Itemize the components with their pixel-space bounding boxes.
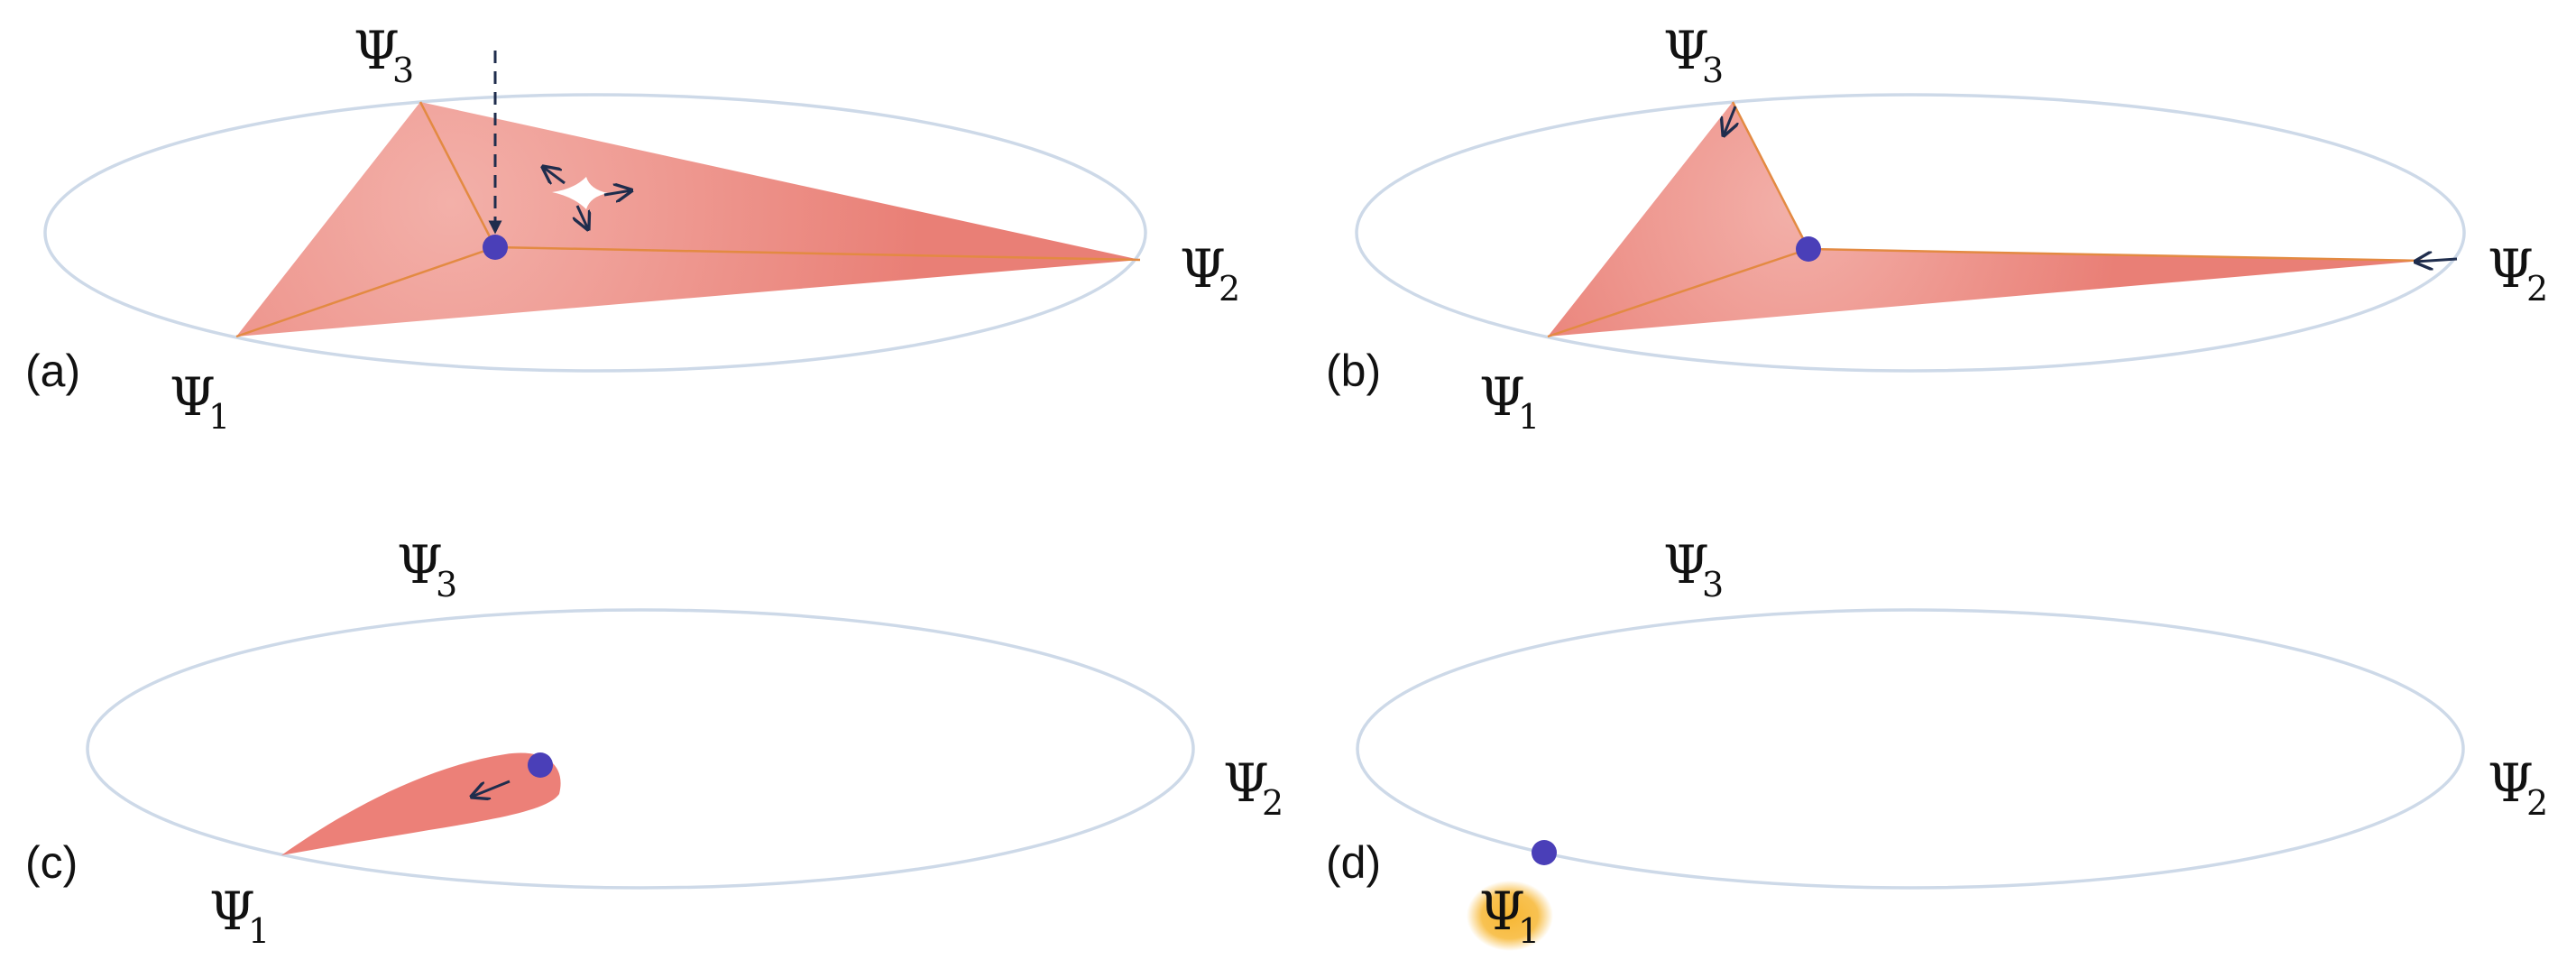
svg-text:2: 2	[2526, 269, 2548, 309]
vertex-psi2-label: Ψ 2	[1180, 238, 1240, 309]
panel-c: (c) Ψ 1 Ψ 2 Ψ 3	[25, 534, 1283, 951]
svg-text:Ψ: Ψ	[170, 366, 216, 428]
svg-text:Ψ: Ψ	[1663, 534, 1709, 595]
vertex-psi2-label: Ψ 2	[2488, 752, 2548, 823]
svg-text:3: 3	[436, 565, 457, 604]
contraction-arrow-psi2	[2415, 259, 2458, 262]
state-ellipse	[1355, 93, 2466, 373]
svg-text:Ψ: Ψ	[1223, 752, 1269, 814]
vertex-psi3-label: Ψ 3	[397, 534, 457, 604]
svg-text:Ψ: Ψ	[2488, 238, 2534, 300]
svg-text:Ψ: Ψ	[2488, 752, 2534, 814]
svg-text:Ψ: Ψ	[354, 20, 400, 81]
panel-label: (d)	[1326, 837, 1381, 888]
diffusion-arrow-up	[543, 167, 566, 183]
svg-text:2: 2	[2526, 783, 2548, 823]
svg-text:Ψ: Ψ	[1180, 238, 1226, 300]
svg-text:Ψ: Ψ	[209, 881, 255, 942]
svg-text:2: 2	[1219, 269, 1240, 309]
svg-text:2: 2	[1262, 783, 1283, 823]
edge-to-psi1	[1547, 247, 1809, 338]
panel-label: (c)	[25, 837, 78, 888]
edge-to-psi3	[419, 101, 497, 248]
diffusion-arrow-down	[577, 205, 588, 229]
probability-triangle	[236, 102, 1140, 337]
edge-to-psi2	[1808, 247, 2424, 263]
svg-text:1: 1	[248, 911, 270, 951]
vertex-psi3-label: Ψ 3	[354, 20, 414, 90]
vertex-psi1-label: Ψ 1	[1479, 881, 1540, 951]
panel-b: (b) Ψ 1 Ψ 2 Ψ 3	[1326, 20, 2548, 437]
probability-triangle	[1548, 102, 2423, 337]
edge-to-psi1	[235, 245, 496, 338]
panel-a: (a) Ψ 1 Ψ 2 Ψ 3	[25, 20, 1240, 437]
svg-text:3: 3	[392, 51, 414, 90]
state-point	[528, 752, 553, 778]
state-point	[1796, 236, 1821, 262]
vertex-psi2-label: Ψ 2	[1223, 752, 1283, 823]
svg-text:3: 3	[1702, 565, 1724, 604]
svg-text:Ψ: Ψ	[1663, 20, 1709, 81]
svg-text:Ψ: Ψ	[1479, 366, 1525, 428]
state-ellipse	[43, 93, 1147, 373]
vertex-psi1-label: Ψ 1	[1479, 366, 1540, 437]
svg-text:1: 1	[1518, 911, 1540, 951]
edge-to-psi2	[494, 245, 1141, 262]
state-point	[1532, 840, 1557, 865]
svg-text:Ψ: Ψ	[1479, 881, 1525, 942]
svg-text:1: 1	[1518, 397, 1540, 437]
diffusion-arrow-right	[603, 190, 631, 195]
state-ellipse	[1356, 608, 2465, 890]
edge-to-psi3	[1731, 101, 1810, 250]
vertex-psi3-label: Ψ 3	[1663, 20, 1724, 90]
svg-text:1: 1	[208, 397, 230, 437]
contraction-arrow-psi3	[1724, 106, 1735, 135]
probability-region	[281, 752, 561, 855]
vertex-psi3-label: Ψ 3	[1663, 534, 1724, 604]
collapse-arrow	[472, 780, 511, 797]
panel-d: (d) Ψ 1 Ψ 2 Ψ 3	[1326, 534, 2548, 951]
svg-text:3: 3	[1702, 51, 1724, 90]
state-ellipse	[86, 608, 1195, 890]
vertex-psi1-label: Ψ 1	[209, 881, 270, 951]
panel-label: (a)	[25, 346, 80, 396]
svg-text:Ψ: Ψ	[397, 534, 443, 595]
spark-icon	[552, 177, 608, 209]
vertex-psi1-label: Ψ 1	[170, 366, 230, 437]
state-point	[483, 235, 508, 260]
panel-label: (b)	[1326, 346, 1381, 396]
outcome-highlight	[1467, 881, 1553, 951]
vertex-psi2-label: Ψ 2	[2488, 238, 2548, 309]
